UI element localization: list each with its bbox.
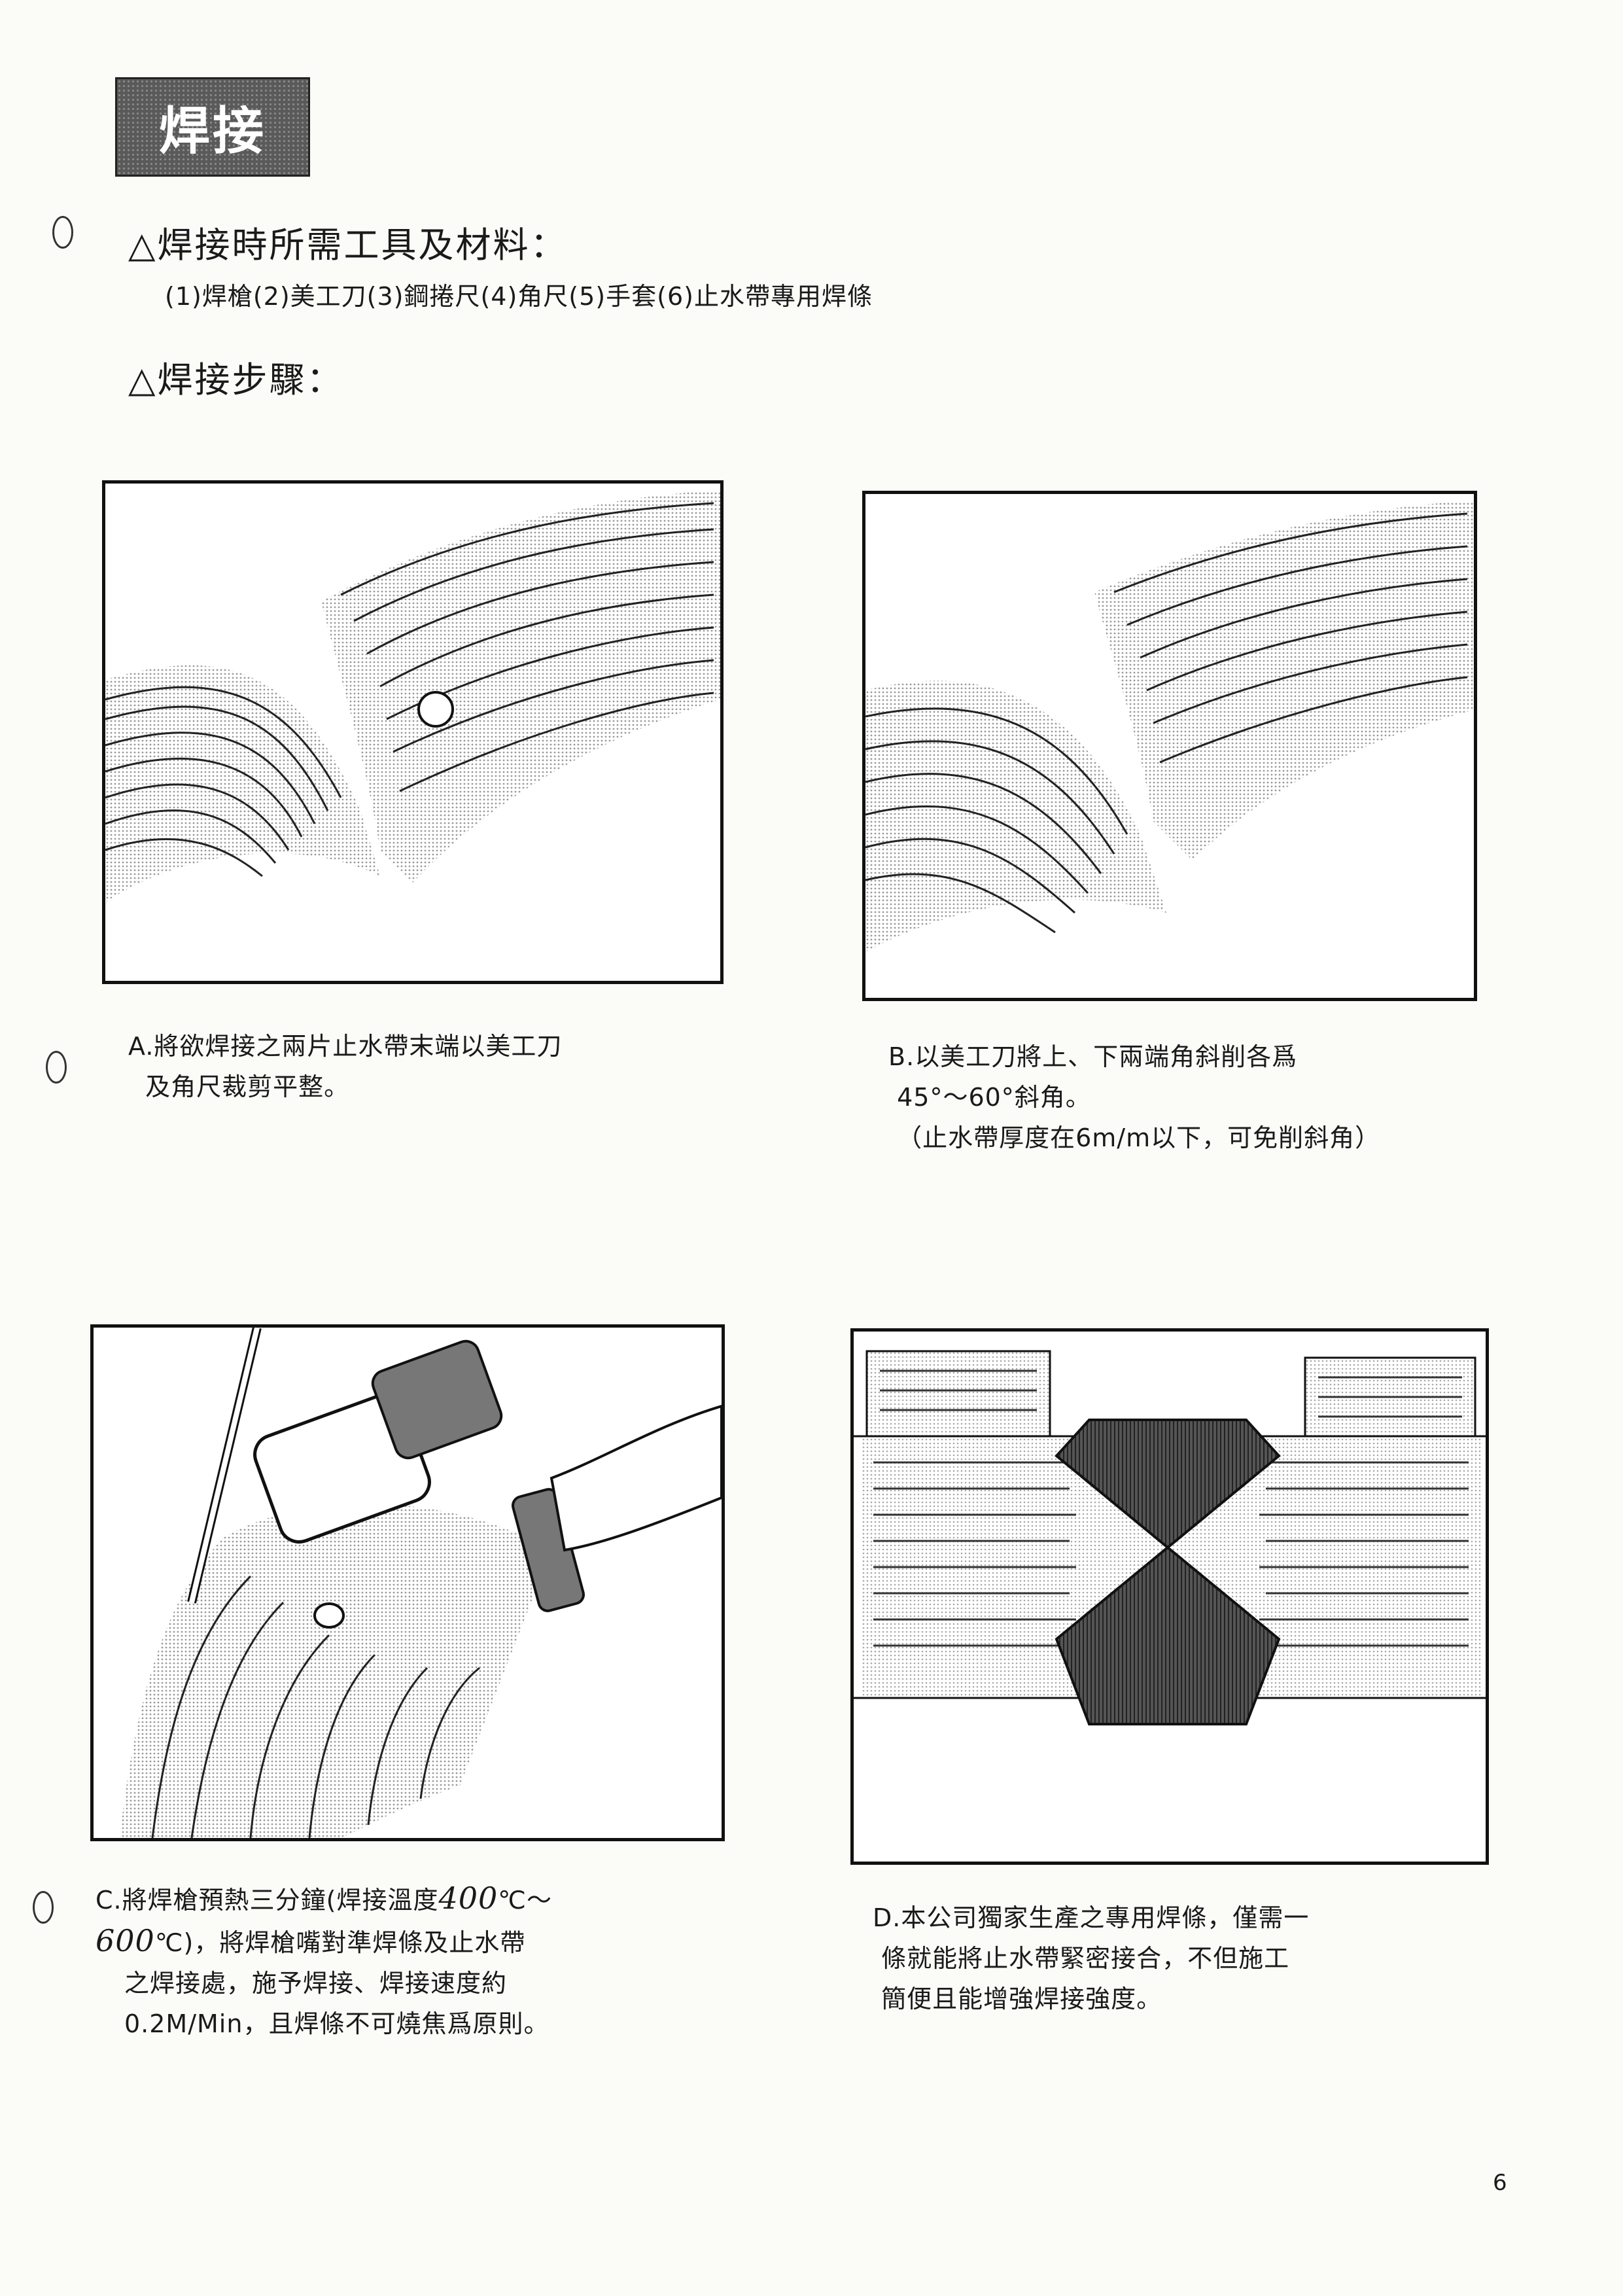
section-title-box: 焊接 xyxy=(115,77,310,177)
illustration-c xyxy=(90,1324,725,1841)
caption-c-line-2: 600℃)，將焊槍嘴對準焊條及止水帶 xyxy=(96,1923,526,1958)
waterstop-bevel-figure xyxy=(865,501,1474,952)
caption-b: B.以美工刀將上、下兩端角斜削各爲 45°～60°斜角。 （止水帶厚度在6m/m… xyxy=(888,1042,1381,1152)
illustration-b xyxy=(862,491,1477,1001)
steps-heading: △焊接步驟： xyxy=(128,359,344,400)
page-number: 6 xyxy=(1493,2170,1507,2196)
tools-heading: △焊接時所需工具及材料： xyxy=(128,224,568,266)
caption-d: D.本公司獨家生產之專用焊條，僅需一 條就能將止水帶緊密接合，不但施工 簡便且能… xyxy=(873,1903,1310,2013)
handwritten-temperature-2: 600 xyxy=(96,1923,155,1958)
handwritten-temperature-1: 400 xyxy=(438,1881,498,1916)
waterstop-cut-ends-figure xyxy=(105,490,720,902)
tools-list: (1)焊槍(2)美工刀(3)鋼捲尺(4)角尺(5)手套(6)止水帶專用焊條 xyxy=(165,282,873,311)
caption-c: C.將焊槍預熱三分鐘(焊接溫度400℃～ 600℃)，將焊槍嘴對準焊條及止水帶 … xyxy=(96,1878,552,2044)
caption-c-line-4: 0.2M/Min，且焊條不可燒焦爲原則。 xyxy=(124,2009,550,2038)
caption-a: A.將欲焊接之兩片止水帶末端以美工刀 及角尺裁剪平整。 xyxy=(128,1032,563,1101)
caption-c-line-1: C.將焊槍預熱三分鐘(焊接溫度400℃～ xyxy=(96,1881,552,1916)
welded-joint-crosssection-figure xyxy=(854,1350,1486,1725)
punch-hole-icon xyxy=(33,1891,54,1924)
caption-c-line-3: 之焊接處，施予焊接、焊接速度約 xyxy=(124,1969,508,1998)
punch-hole-icon xyxy=(52,216,73,249)
illustration-d xyxy=(850,1328,1489,1865)
punch-hole-icon xyxy=(46,1051,67,1084)
welding-gun-figure xyxy=(120,1328,722,1838)
section-title: 焊接 xyxy=(158,102,266,161)
illustration-a xyxy=(102,480,724,984)
